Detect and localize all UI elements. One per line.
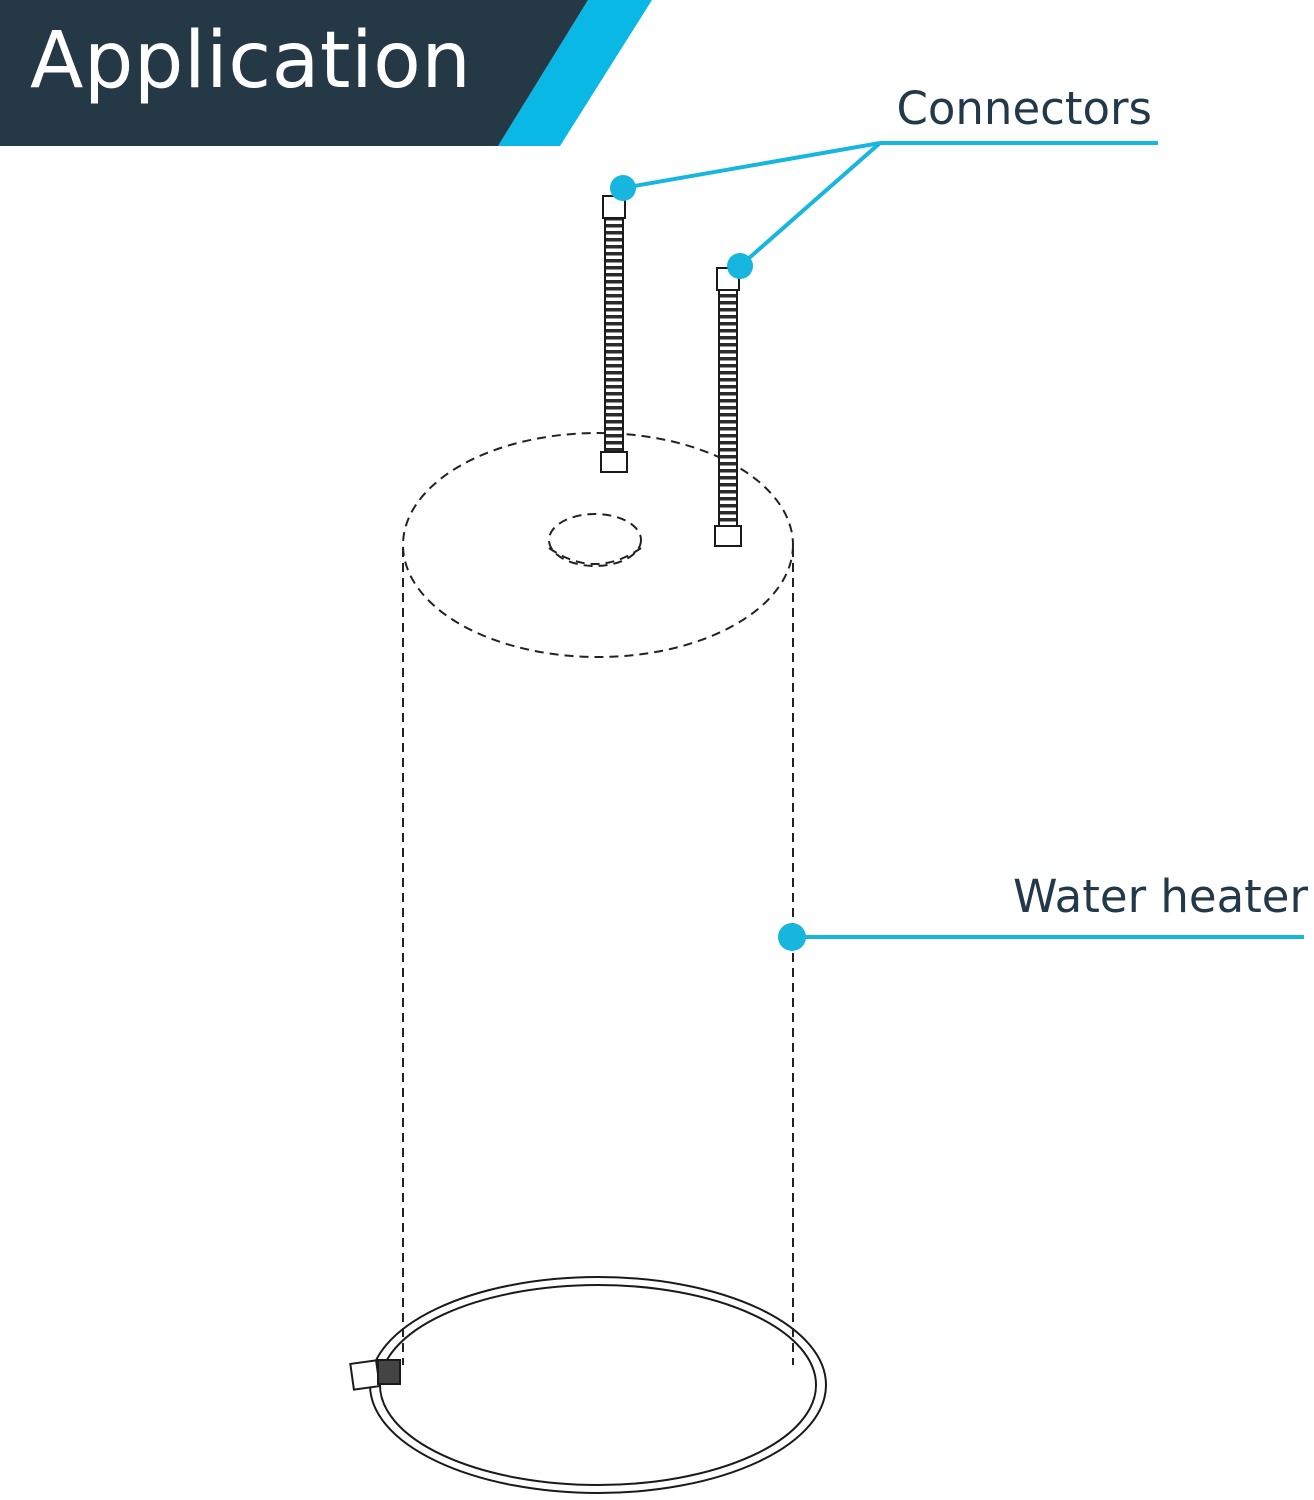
tank-top (402, 432, 794, 658)
connectors-label: Connectors (896, 82, 1152, 135)
connector-dot-right (727, 253, 753, 279)
water-heater-label: Water heater (1013, 870, 1308, 923)
water-heater-leader (778, 923, 1304, 951)
connector-hose-right (714, 267, 742, 547)
connector-hose-left (600, 195, 628, 473)
tank-top-port (548, 513, 642, 567)
header-bar (0, 0, 588, 146)
connector-dot-left (610, 175, 636, 201)
page-title: Application (30, 16, 472, 106)
tank-body (402, 432, 794, 1365)
drain-pan (369, 1276, 827, 1494)
connectors-leader (622, 141, 1158, 268)
drain-valve (349, 1359, 401, 1391)
header-accent-stripe (498, 0, 652, 146)
water-heater-dot (778, 923, 806, 951)
header-banner (0, 0, 652, 146)
